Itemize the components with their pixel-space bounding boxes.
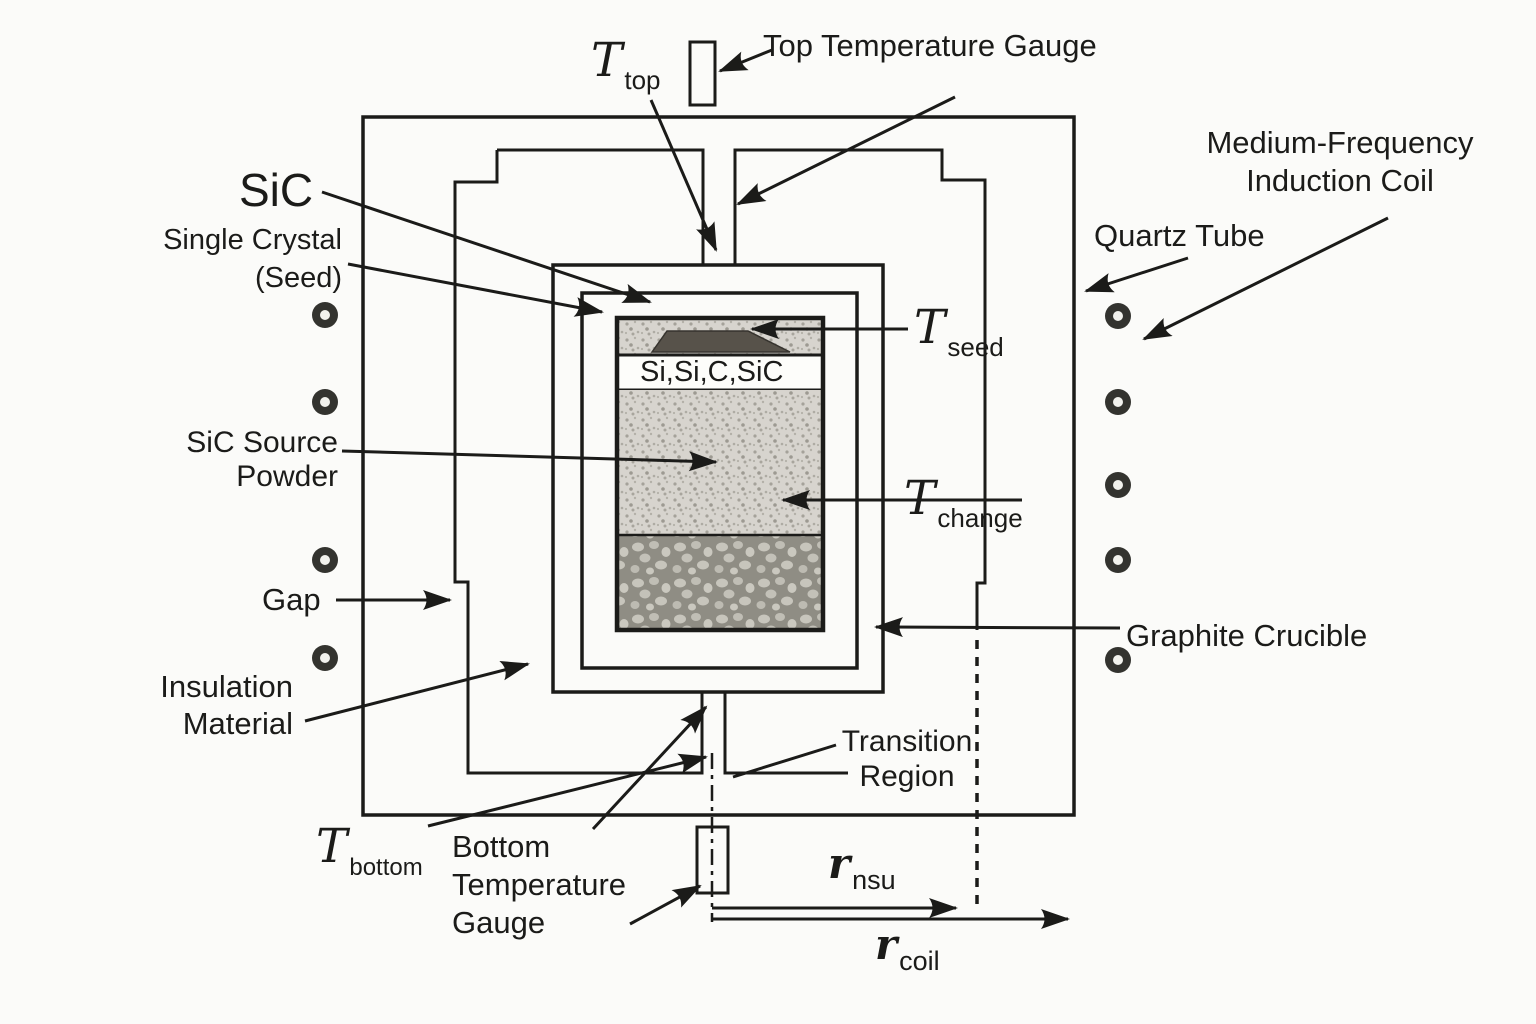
induction-coil-pointer: [1142, 216, 1389, 341]
transition-region-label: Transition Region: [828, 724, 986, 794]
transition-label-line2: Region: [859, 760, 955, 793]
insulation-outline: [453, 148, 987, 775]
r-nsu-label: rnsu: [828, 839, 896, 896]
t-top-subscript: top: [624, 65, 661, 95]
sic-crystal-pointer: [321, 190, 652, 304]
transition-region-pointer: [732, 743, 837, 779]
top-channel-pointer: [736, 95, 956, 206]
bottom-gauge-label-line2: Temperature: [452, 867, 627, 902]
single-crystal-label-line2: (Seed): [254, 262, 342, 294]
bottom-temperature-gauge-label: Bottom Temperature Gauge: [452, 828, 626, 942]
t-bottom-label: Tbottom: [316, 819, 423, 882]
top-temperature-gauge-label: Top Temperature Gauge: [763, 28, 1097, 63]
source-powder-region: [617, 390, 823, 535]
graphite-crucible-outer-wall: [551, 263, 885, 694]
insulation-label-line1: Insulation: [160, 669, 293, 704]
graphite-crucible-label: Graphite Crucible: [1126, 618, 1368, 653]
r-coil-symbol: r: [875, 920, 898, 969]
coarse-powder-region: [617, 535, 823, 630]
bottom-gauge-pointer: [629, 884, 702, 926]
induction-coil-label-line2: Induction Coil: [1246, 163, 1434, 198]
growth-cell-frame: [614, 315, 826, 633]
t-bottom-subscript: bottom: [349, 854, 423, 881]
vapor-species-band: [615, 353, 825, 392]
source-powder-label-line1: SiC Source: [186, 426, 338, 459]
top-gauge-shape: [688, 40, 717, 107]
t-top-symbol: T: [591, 33, 623, 88]
t-seed-subscript: seed: [947, 332, 1004, 362]
growth-cell: [614, 315, 826, 633]
r-nsu-subscript: nsu: [852, 865, 896, 895]
t-top-pointer: [649, 99, 718, 252]
t-top-label: Ttop: [591, 33, 661, 96]
sic-label: SiC: [239, 164, 314, 216]
gap-label: Gap: [262, 582, 321, 617]
single-crystal-label-line1: Single Crystal: [163, 224, 342, 256]
quartz-tube-label: Quartz Tube: [1094, 218, 1265, 253]
t-change-symbol: T: [904, 471, 936, 526]
vapor-species-label: Si,Si,C,SiC: [640, 356, 784, 388]
induction-coil-turns: [312, 302, 1131, 673]
t-seed-symbol: T: [914, 300, 946, 355]
annotation-pointers: [304, 48, 1389, 926]
t-seed-label: Tseed: [914, 300, 1004, 363]
insulation-pointer: [304, 660, 530, 723]
source-powder-label: SiC Source Powder: [150, 426, 338, 494]
induction-coil-label: Medium-Frequency Induction Coil: [1180, 124, 1500, 200]
t-bottom-symbol: T: [316, 819, 348, 874]
top-gauge-pointer: [718, 48, 773, 73]
t-bottom-pointer: [427, 753, 708, 828]
graphite-crucible-pointer: [874, 617, 1121, 638]
transition-label-line1: Transition: [841, 725, 973, 758]
t-change-label: Tchange: [904, 471, 1023, 534]
bottom-gauge-label-line1: Bottom: [452, 829, 551, 864]
induction-coil-label-line1: Medium-Frequency: [1206, 125, 1474, 160]
bottom-gauge-label-line3: Gauge: [452, 905, 546, 940]
graphite-crucible-inner-wall: [580, 291, 859, 670]
r-coil-subscript: coil: [899, 946, 940, 976]
source-powder-label-line2: Powder: [236, 460, 338, 493]
quartz-tube-outline: [361, 115, 1076, 817]
insulation-label-line2: Material: [182, 706, 293, 741]
insulation-material-label: Insulation Material: [110, 668, 293, 742]
seed-pointer: [347, 262, 604, 317]
t-change-subscript: change: [937, 503, 1023, 533]
source-powder-pointer: [341, 449, 718, 472]
r-coil-label: rcoil: [875, 920, 940, 977]
quartz-tube-pointer: [1084, 256, 1189, 293]
coil-turn-icon: [312, 302, 1131, 673]
r-nsu-symbol: r: [828, 839, 851, 888]
single-crystal-seed-label: Single Crystal (Seed): [120, 221, 342, 297]
stem-pointer: [591, 705, 708, 831]
